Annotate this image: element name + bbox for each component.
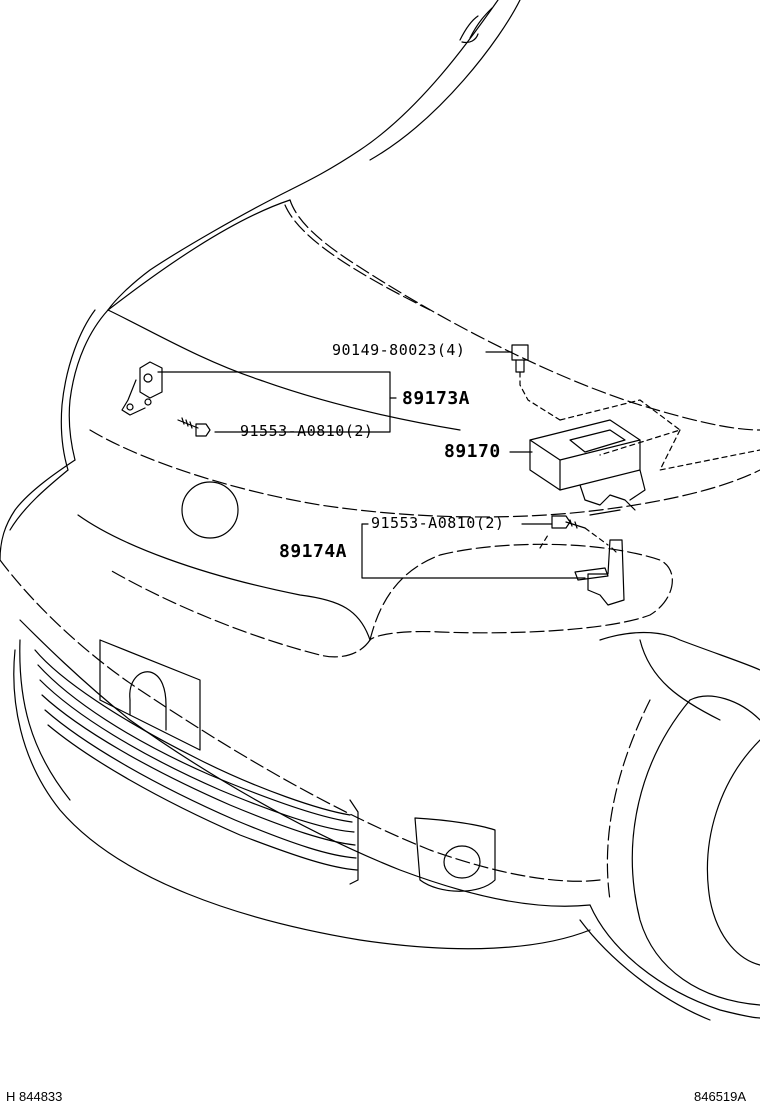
diagram-code-left: H 844833 [6,1089,63,1104]
bracket-screw [551,515,609,546]
license-plate-recess [99,639,201,751]
part-label-bolt: 90149-80023(4) [332,341,466,359]
windshield-frame [107,0,521,311]
sensor-screw-left [177,417,211,437]
leader-89173A [157,371,397,433]
bumper-outline [0,514,760,950]
part-label-ecu-89170: 89170 [444,441,501,462]
left-fender [0,309,239,561]
part-label-screw-sensor: 91553-A0810(2) [240,422,374,440]
right-wheel [579,695,760,1021]
front-airbag-sensor-right [574,539,625,606]
leader-89174A [361,523,586,579]
airbag-ecu [529,399,760,516]
diagram-code-right: 846519A [694,1089,747,1104]
part-label-screw-bracket: 91553-A0810(2) [371,514,505,532]
part-label-sensor-89174A: 89174A [279,541,348,562]
front-airbag-sensor-left [121,361,163,416]
part-label-sensor-89173A: 89173A [402,388,471,409]
fog-lamp [414,817,496,892]
grille [34,649,359,885]
ecu-bolt [485,344,561,421]
hood-outline [89,199,760,518]
